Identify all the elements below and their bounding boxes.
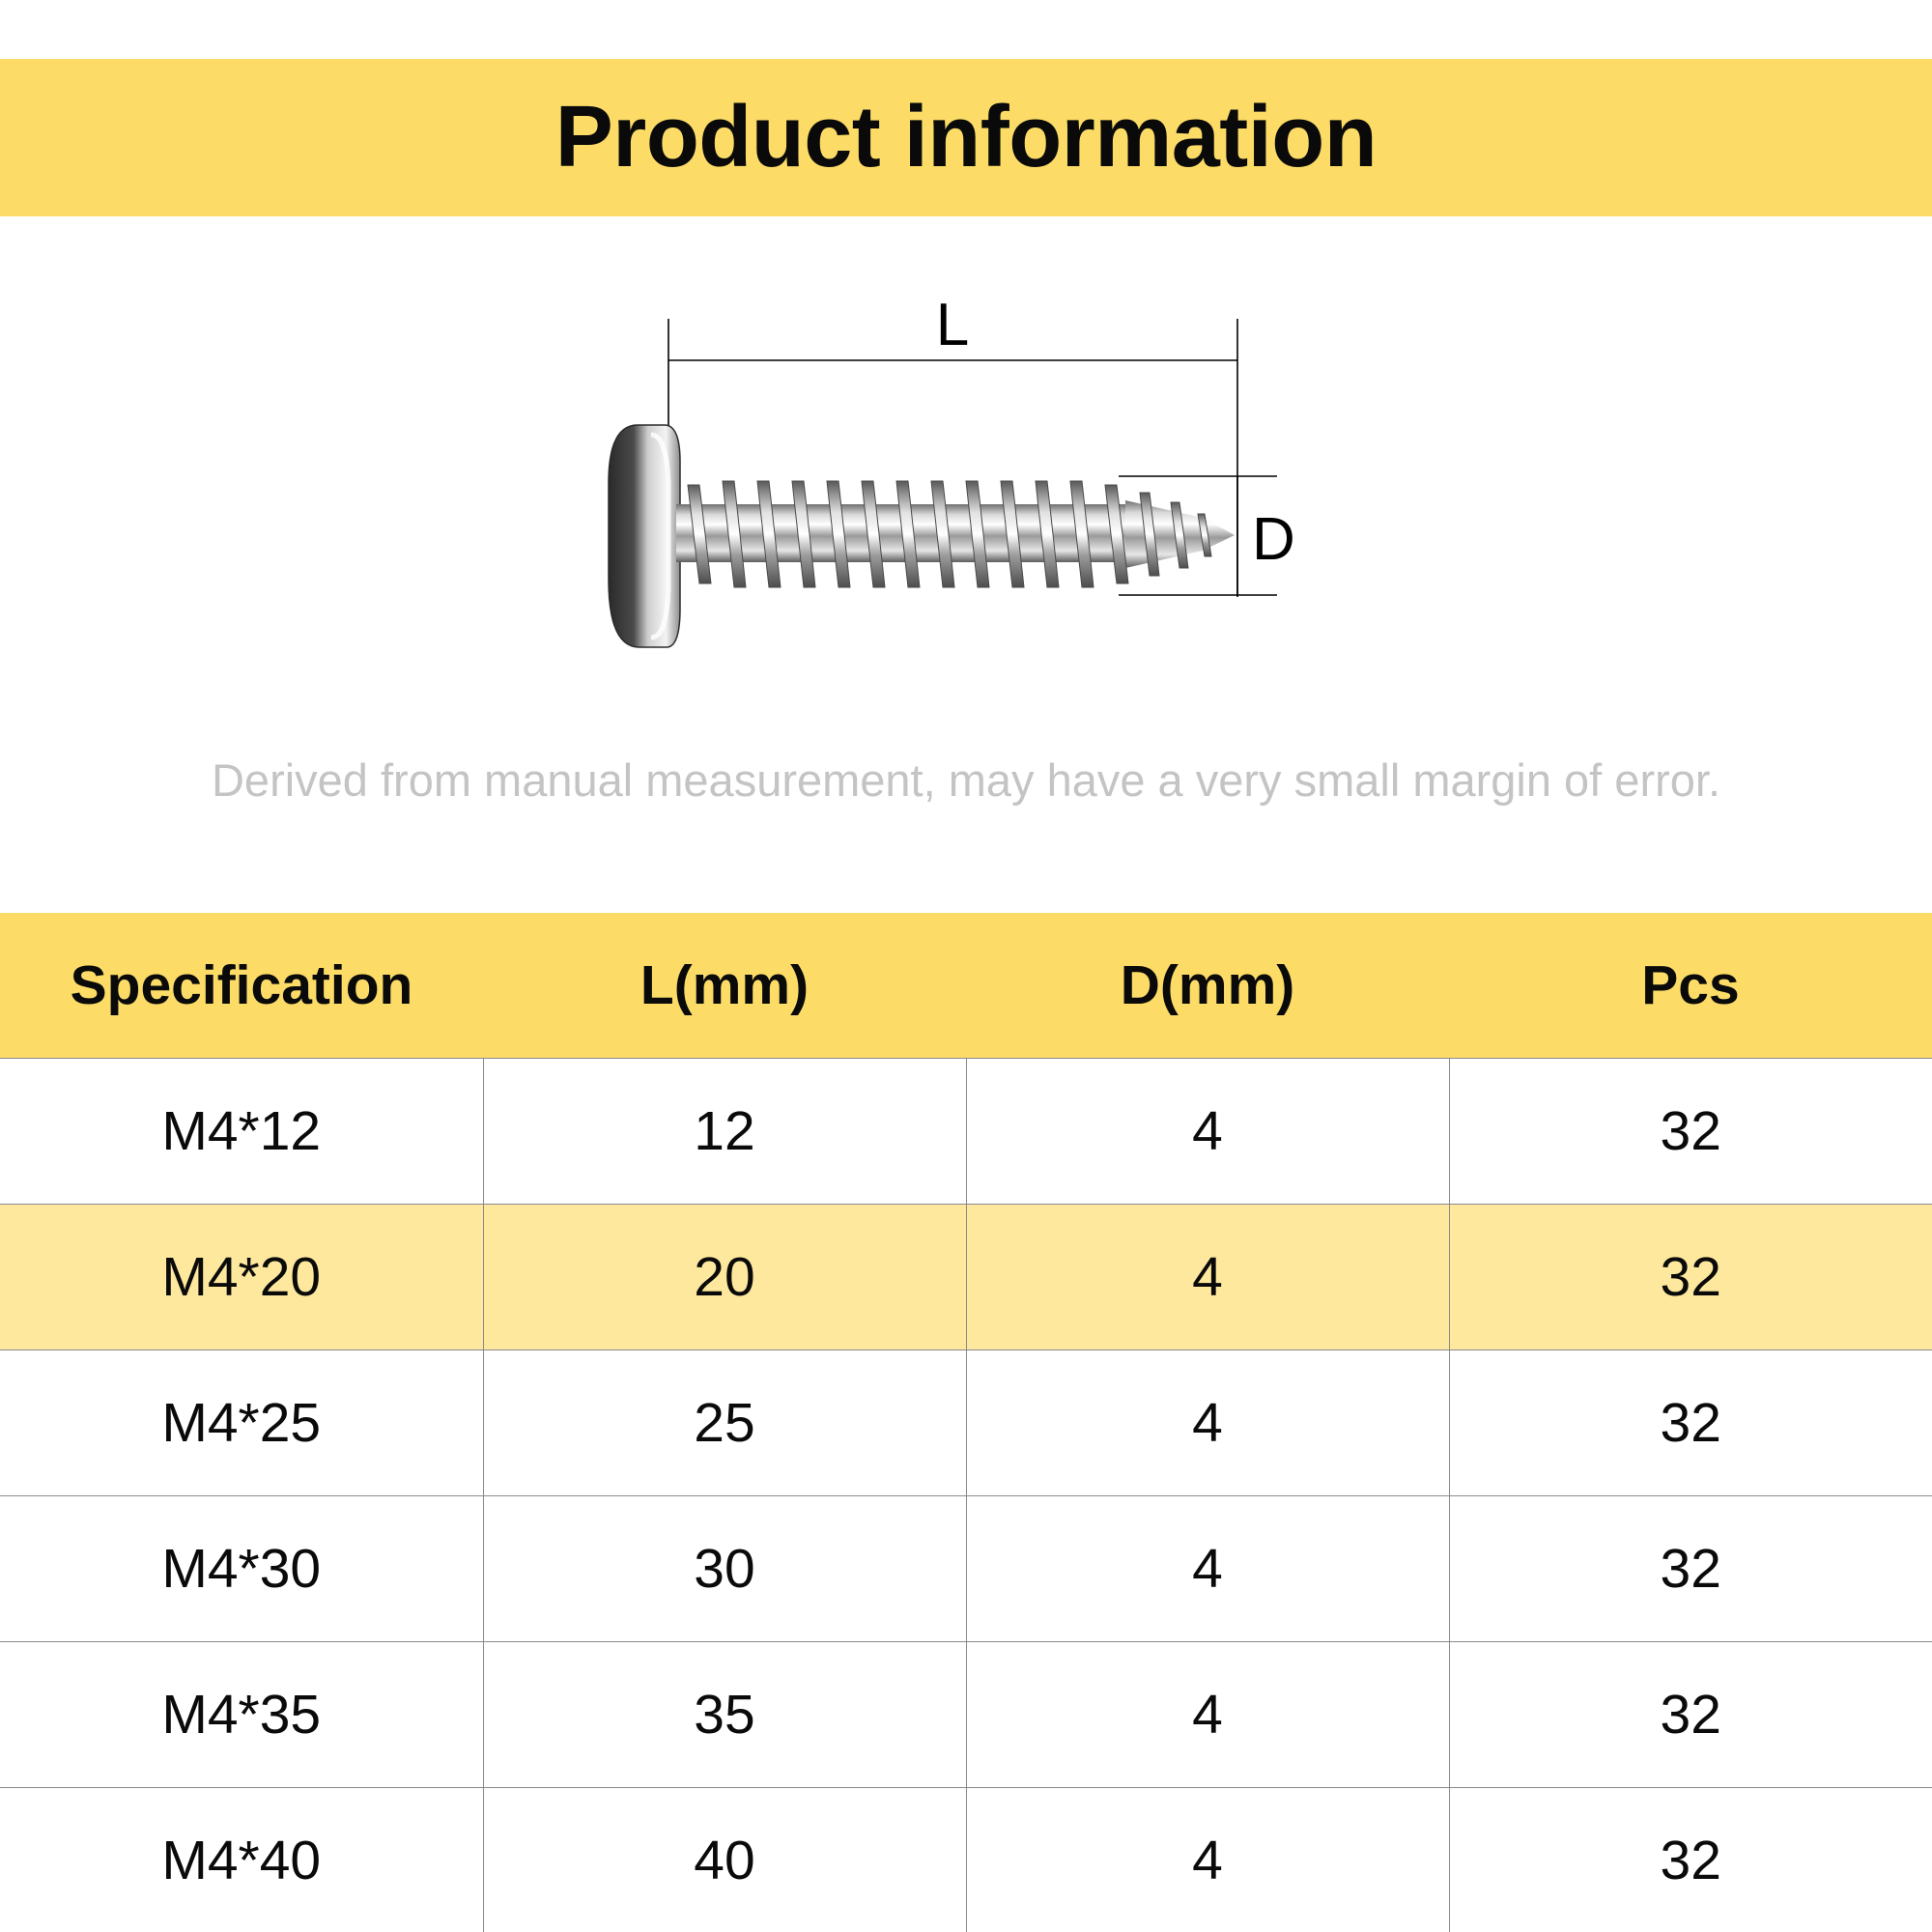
table-row: M4*40 40 4 32 xyxy=(0,1787,1932,1932)
screw-diagram: L D xyxy=(0,290,1932,696)
cell-diameter: 4 xyxy=(965,1350,1450,1496)
diameter-dimension xyxy=(1119,475,1277,596)
screw-head xyxy=(608,424,681,648)
cell-length: 25 xyxy=(482,1350,967,1496)
cell-diameter: 4 xyxy=(965,1787,1450,1932)
length-label: L xyxy=(936,292,969,358)
cell-diameter: 4 xyxy=(965,1495,1450,1642)
cell-diameter: 4 xyxy=(965,1204,1450,1350)
cell-pcs: 32 xyxy=(1448,1787,1932,1932)
cell-pcs: 32 xyxy=(1448,1495,1932,1642)
screw-diagram-svg: L D xyxy=(608,292,1295,648)
cell-length: 35 xyxy=(482,1641,967,1788)
spec-table: Specification L(mm) D(mm) Pcs M4*12 12 4… xyxy=(0,913,1932,1932)
cell-length: 30 xyxy=(482,1495,967,1642)
spec-table-wrap: Specification L(mm) D(mm) Pcs M4*12 12 4… xyxy=(0,913,1932,1932)
table-row: M4*20 20 4 32 xyxy=(0,1204,1932,1350)
cell-specification: M4*35 xyxy=(0,1641,484,1788)
cell-length: 12 xyxy=(482,1058,967,1205)
table-row: M4*35 35 4 32 xyxy=(0,1641,1932,1788)
cell-specification: M4*40 xyxy=(0,1787,484,1932)
cell-specification: M4*30 xyxy=(0,1495,484,1642)
cell-pcs: 32 xyxy=(1448,1058,1932,1205)
cell-length: 40 xyxy=(482,1787,967,1932)
screw-threads xyxy=(687,480,1212,588)
page-title: Product information xyxy=(554,89,1378,185)
cell-diameter: 4 xyxy=(965,1058,1450,1205)
cell-specification: M4*20 xyxy=(0,1204,484,1350)
cell-pcs: 32 xyxy=(1448,1350,1932,1496)
title-band: Product information xyxy=(0,59,1932,216)
header-specification: Specification xyxy=(0,913,483,1059)
cell-specification: M4*25 xyxy=(0,1350,484,1496)
measurement-note: Derived from manual measurement, may hav… xyxy=(211,754,1720,806)
header-pcs: Pcs xyxy=(1449,913,1932,1059)
cell-specification: M4*12 xyxy=(0,1058,484,1205)
cell-diameter: 4 xyxy=(965,1641,1450,1788)
header-diameter: D(mm) xyxy=(966,913,1449,1059)
table-row: M4*30 30 4 32 xyxy=(0,1495,1932,1642)
table-header-row: Specification L(mm) D(mm) Pcs xyxy=(0,913,1932,1059)
header-length: L(mm) xyxy=(483,913,966,1059)
cell-pcs: 32 xyxy=(1448,1641,1932,1788)
cell-pcs: 32 xyxy=(1448,1204,1932,1350)
cell-length: 20 xyxy=(482,1204,967,1350)
table-row: M4*25 25 4 32 xyxy=(0,1350,1932,1496)
diameter-label: D xyxy=(1252,506,1295,573)
table-row: M4*12 12 4 32 xyxy=(0,1058,1932,1205)
